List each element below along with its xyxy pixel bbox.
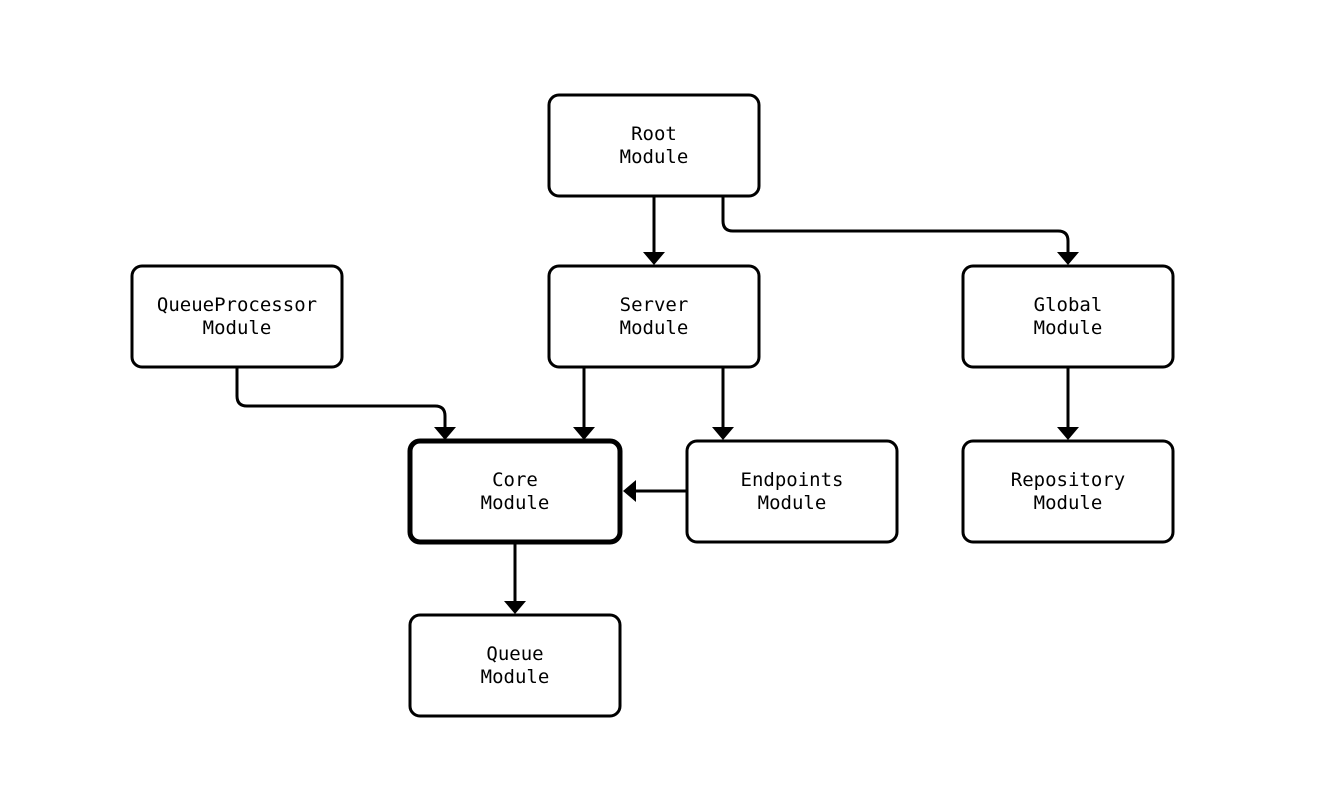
node-box[interactable] (685, 439, 899, 544)
node-box[interactable] (130, 264, 344, 369)
edge-root-to-server (643, 196, 665, 265)
edge-arrowhead (643, 252, 665, 265)
node-label-line2: Module (1034, 492, 1103, 514)
edge-server-to-endpoints (712, 367, 734, 440)
node-label-line2: Module (481, 492, 550, 514)
node-label-line1: Core (492, 469, 538, 491)
node-label-line2: Module (481, 666, 550, 688)
edge-queueprocessor-to-core (235, 367, 456, 440)
node-label-line2: Module (620, 146, 689, 168)
edge-server-to-core (573, 367, 595, 440)
edge-global-to-repository (1057, 367, 1079, 440)
node-box[interactable] (961, 264, 1175, 369)
edge-arrowhead (573, 427, 595, 440)
node-label-line1: Root (631, 123, 677, 145)
node-label-line1: Endpoints (741, 469, 844, 491)
node-box[interactable] (407, 438, 623, 545)
edge-arrowhead (434, 427, 456, 440)
edge-root-to-global (721, 196, 1079, 265)
edge-arrowhead (1057, 252, 1079, 265)
node-label-line2: Module (758, 492, 827, 514)
edge-core-to-queue (504, 542, 526, 614)
edge-endpoints-to-core (623, 480, 687, 502)
node-label-line2: Module (1034, 317, 1103, 339)
edge-line (235, 367, 447, 428)
node-box[interactable] (547, 264, 761, 369)
nodes-layer: RootModuleQueueProcessorModuleServerModu… (130, 93, 1175, 718)
edge-arrowhead (504, 601, 526, 614)
node-label-line1: QueueProcessor (157, 294, 317, 316)
node-label-line1: Server (620, 294, 689, 316)
edge-arrowhead (1057, 427, 1079, 440)
node-box[interactable] (547, 93, 761, 198)
edge-arrowhead (712, 427, 734, 440)
node-box[interactable] (408, 613, 622, 718)
node-label-line1: Global (1034, 294, 1103, 316)
node-label-line1: Queue (486, 643, 543, 665)
node-label-line1: Repository (1011, 469, 1125, 491)
edge-arrowhead (623, 480, 636, 502)
node-label-line2: Module (203, 317, 272, 339)
edge-line (721, 196, 1070, 253)
node-box[interactable] (961, 439, 1175, 544)
edges-layer (235, 196, 1079, 614)
node-label-line2: Module (620, 317, 689, 339)
